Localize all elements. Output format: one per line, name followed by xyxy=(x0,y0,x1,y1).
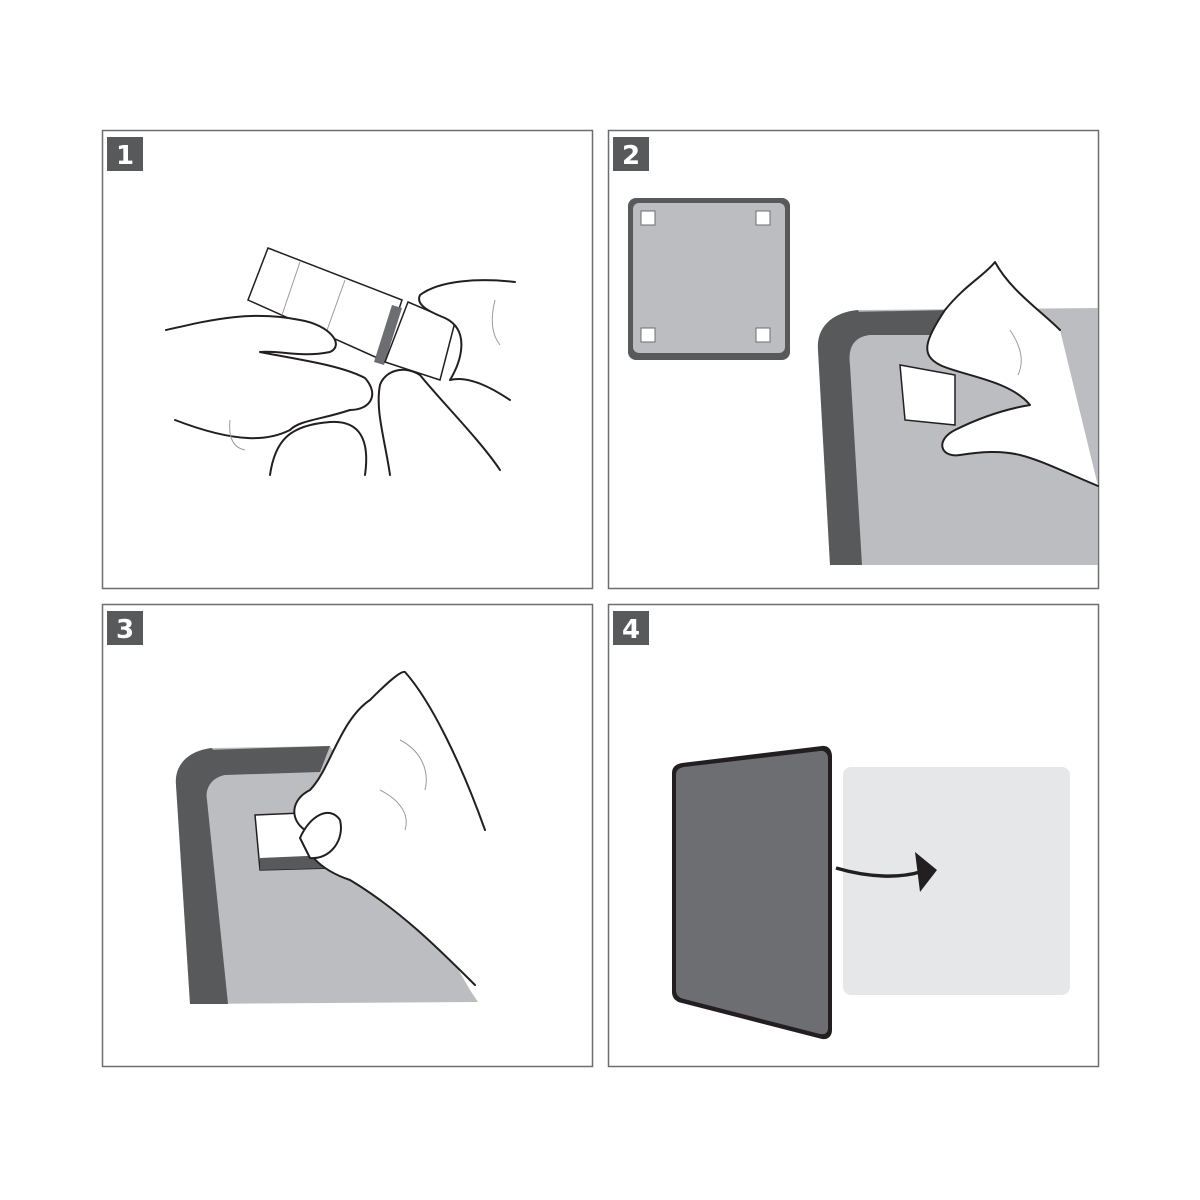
step-3-panel: 3 xyxy=(101,603,594,1068)
step-badge xyxy=(613,137,649,171)
step-badge xyxy=(107,137,143,171)
step-number: 4 xyxy=(622,615,640,645)
step-number: 3 xyxy=(116,615,134,645)
hands-separating-adhesive-pad-illustration xyxy=(165,247,516,476)
step-badge xyxy=(613,611,649,645)
step-2-panel: 2 xyxy=(607,129,1100,590)
curved-arrow-right-icon xyxy=(835,852,937,892)
mounting-plate-with-pad-positions xyxy=(628,198,790,360)
step-1-panel: 1 xyxy=(101,129,594,590)
step-badge xyxy=(107,611,143,645)
peeling-protective-film-illustration xyxy=(175,670,486,1004)
step-number: 2 xyxy=(622,141,640,171)
mounting-target-area xyxy=(843,767,1070,995)
step-number: 1 xyxy=(116,141,134,171)
step-4-panel: 4 xyxy=(607,603,1100,1068)
device-back-corner-illustration xyxy=(817,261,1099,565)
